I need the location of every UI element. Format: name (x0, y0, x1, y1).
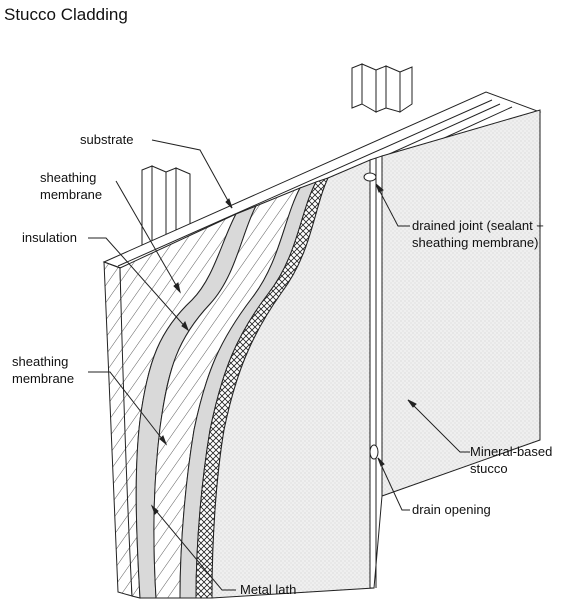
label-drain-opening: drain opening (412, 502, 491, 517)
drained-joint (363, 155, 383, 589)
label-drained-joint-line2: sheathing membrane) (412, 235, 539, 250)
label-sheathing-membrane-top-line2: membrane (40, 187, 103, 202)
label-sheathing-membrane-bottom-line2: membrane (12, 371, 75, 386)
stucco-face (211, 109, 541, 599)
drain-opening-mark (369, 444, 379, 460)
label-mineral-stucco-line1: Mineral-based (470, 444, 553, 459)
label-sheathing-membrane-bottom-line1: sheathing (12, 354, 69, 369)
label-insulation: insulation (22, 230, 77, 245)
joint-top-seal (363, 172, 377, 182)
label-sheathing-membrane-top-line1: sheathing (40, 170, 97, 185)
label-metal-lath: Metal lath (240, 582, 297, 597)
page-title: Stucco Cladding (4, 5, 128, 24)
label-mineral-stucco-line2: stucco (470, 461, 508, 476)
steel-stud-right (351, 63, 413, 113)
leader-lines (88, 139, 470, 591)
label-drained-joint-line1: drained joint (sealant + (412, 218, 544, 233)
label-substrate: substrate (80, 132, 134, 147)
